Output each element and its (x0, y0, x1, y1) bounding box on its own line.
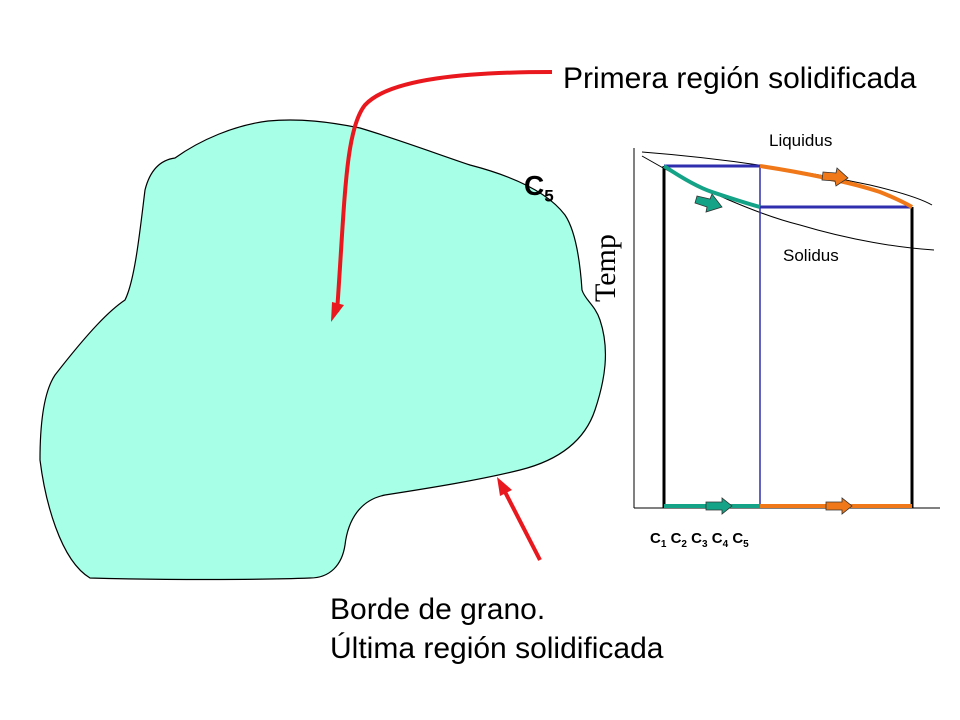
composition-c2: C2 (670, 530, 687, 550)
orange-liquidus-path (759, 164, 913, 209)
orange-curve-arrow-icon (821, 167, 849, 187)
c5-letter: C (524, 170, 545, 201)
last-solidified-region-label: Última región solidificada (330, 632, 664, 665)
first-region-arrowhead-icon (331, 302, 344, 322)
c5-grain-label: C5 (524, 170, 554, 207)
teal-curve-arrow-icon (694, 193, 723, 213)
solidus-label: Solidus (783, 246, 839, 265)
c5-index: 5 (544, 186, 554, 206)
teal-solidus-path (662, 164, 761, 209)
temp-axis-label: Temp (589, 234, 622, 302)
composition-c3: C3 (691, 530, 708, 550)
first-region-arrow (335, 70, 553, 313)
composition-c1: C1 (650, 530, 667, 550)
orange-bottom-arrow-icon (825, 497, 853, 515)
grain-border-arrow (501, 487, 542, 561)
first-solidified-region-label: Primera región solidificada (563, 62, 917, 95)
grain-border-arrowhead-icon (497, 477, 512, 496)
grain-region (39, 119, 607, 581)
composition-labels: C1 C2 C3 C4 C5 (650, 530, 749, 550)
grain-border-label: Borde de grano. (330, 593, 546, 626)
composition-c5: C5 (732, 530, 749, 550)
composition-c4: C4 (711, 530, 729, 550)
liquidus-label: Liquidus (769, 131, 833, 150)
teal-bottom-arrow-icon (705, 497, 733, 515)
